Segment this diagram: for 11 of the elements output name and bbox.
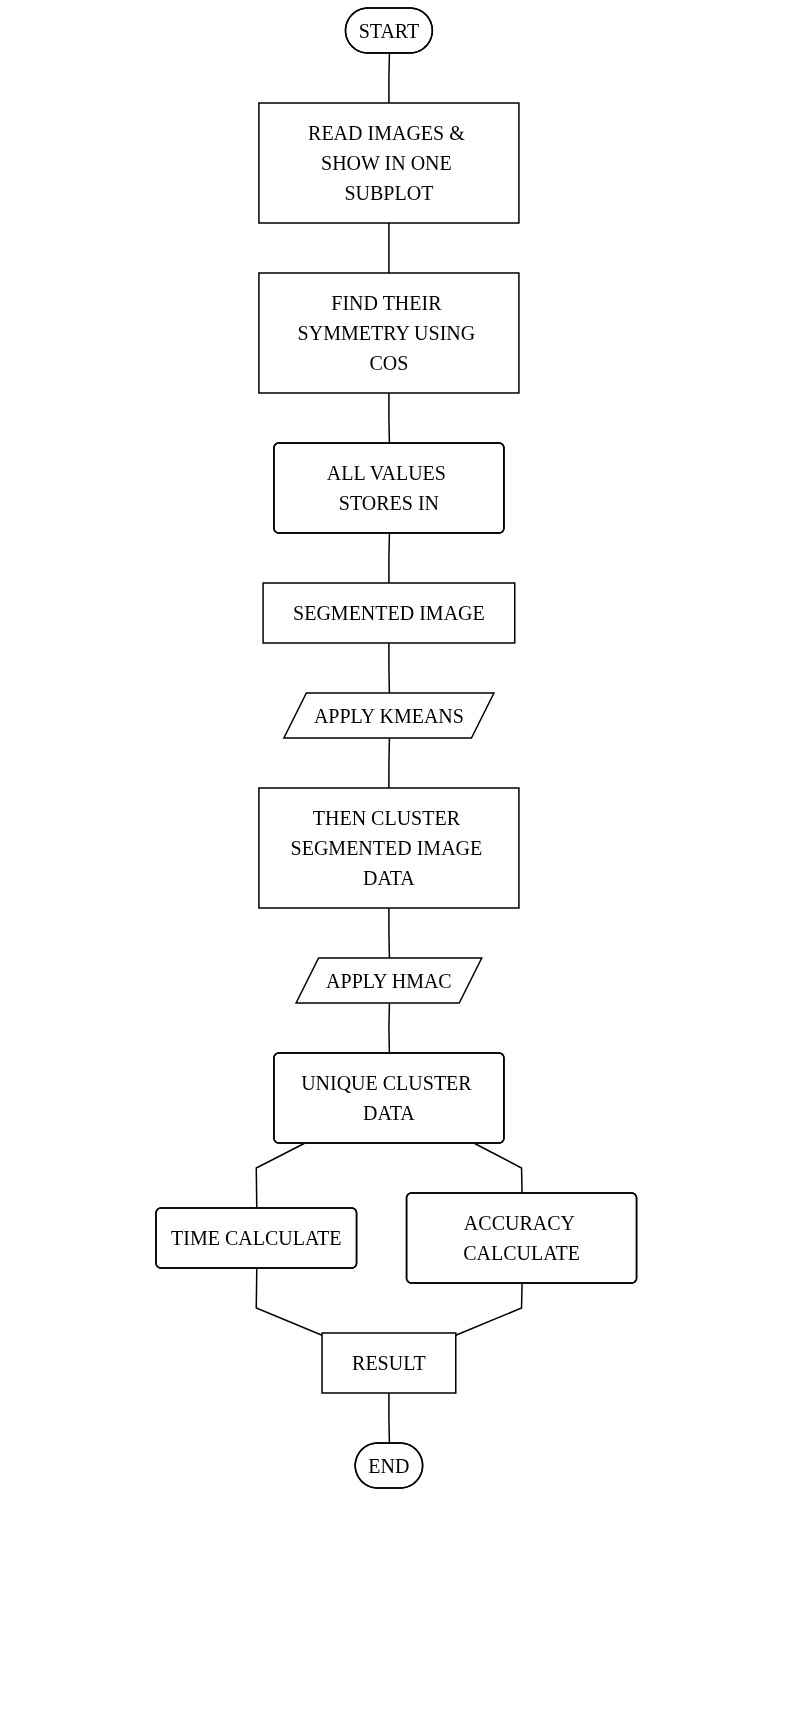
connector [387,222,390,274]
connector [387,1392,390,1445]
node-box: RESULT [321,1332,457,1394]
connector [387,532,390,584]
connector [387,52,390,104]
node-box: THEN CLUSTER SEGMENTED IMAGE DATA [257,787,520,909]
node-box: FIND THEIR SYMMETRY USING COS [257,272,520,394]
connector [387,392,390,445]
node-box: READ IMAGES & SHOW IN ONE SUBPLOT [257,102,520,224]
connector [473,1142,523,1195]
node-box: SEGMENTED IMAGE [262,582,516,644]
